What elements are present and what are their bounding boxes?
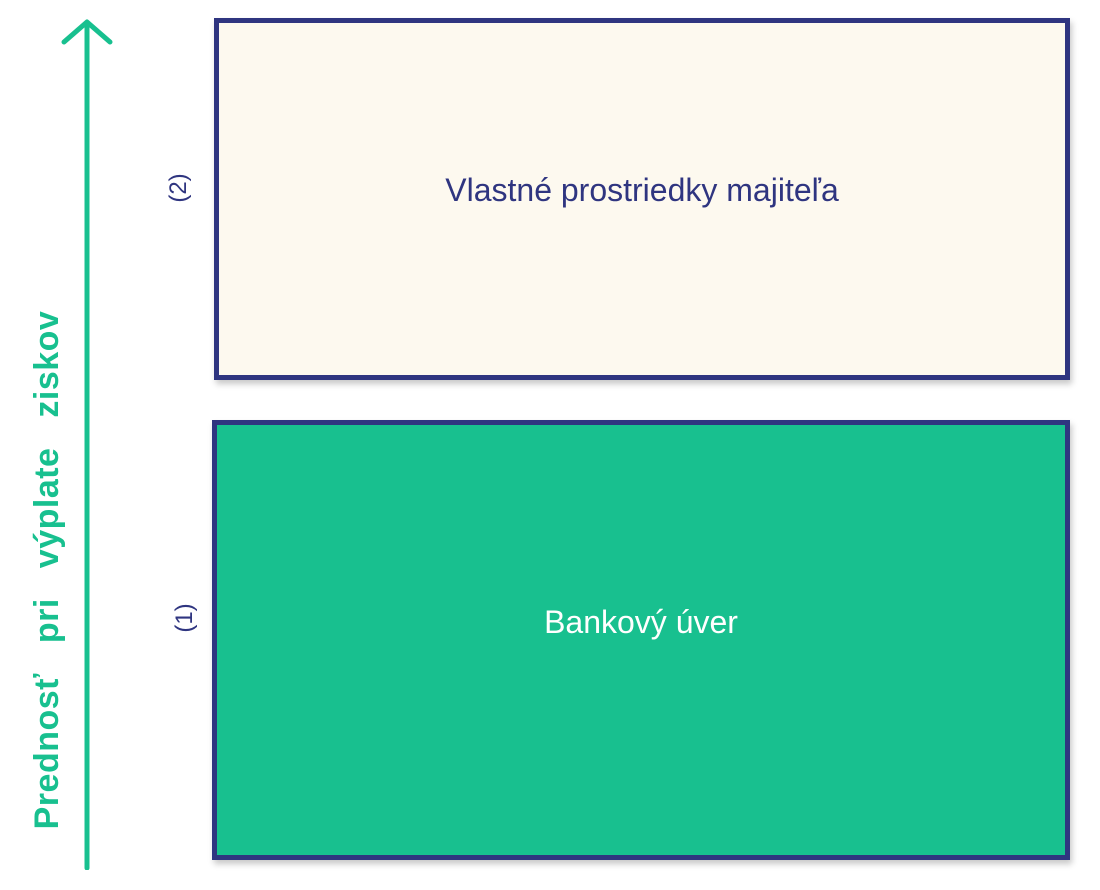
priority-number-loan: (1) [171, 603, 198, 633]
equity-block: Vlastné prostriedky majiteľa [214, 18, 1070, 380]
bank-loan-block-label: Bankový úver [544, 603, 738, 640]
priority-number-equity: (2) [165, 173, 192, 203]
priority-arrow [61, 19, 113, 870]
axis-label: Prednosť pri výplate ziskov [28, 310, 66, 830]
bank-loan-block: Bankový úver [212, 420, 1070, 860]
equity-block-label: Vlastné prostriedky majiteľa [445, 171, 839, 208]
